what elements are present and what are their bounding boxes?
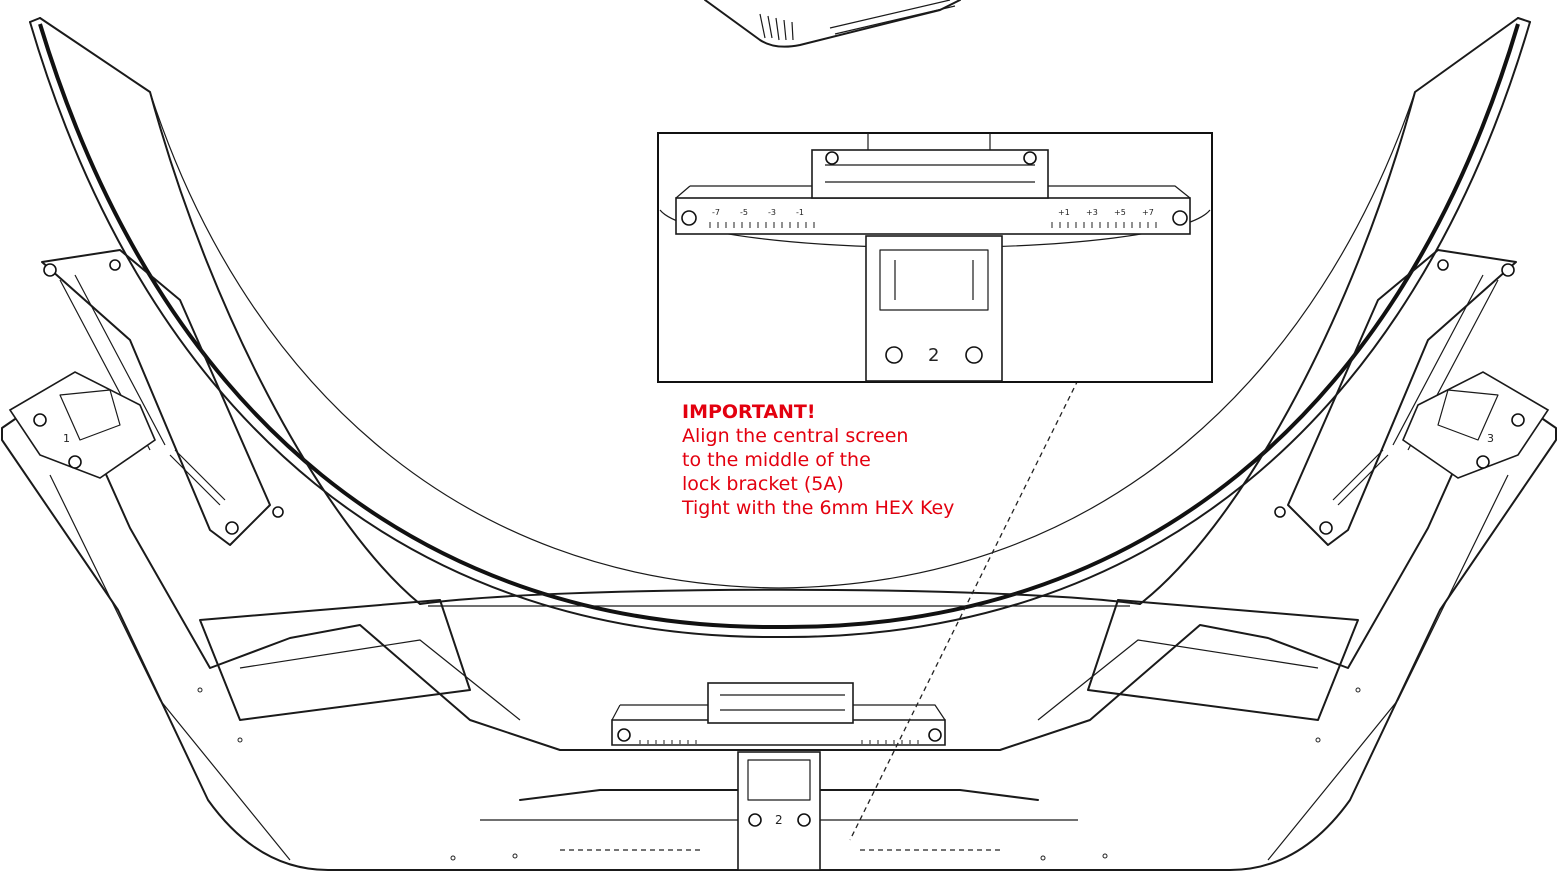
inset-scale-right-1: +1	[1058, 208, 1070, 217]
right-bracket-number: 3	[1487, 432, 1494, 445]
inset-scale-left-3: -3	[768, 208, 776, 217]
left-bracket: 1	[8, 249, 284, 546]
note-title: IMPORTANT!	[682, 401, 816, 423]
inset-scale-left-1: -7	[712, 208, 720, 217]
center-lock-bracket: 2	[611, 682, 946, 871]
detail-inset: -7 -5 -3 -1 +1 +3 +5 +7 2	[657, 132, 1213, 383]
curved-screen	[29, 17, 1531, 639]
top-bracket-fragment	[704, 0, 961, 48]
inset-scale-right-3: +5	[1114, 208, 1126, 217]
inset-bracket-number: 2	[928, 345, 939, 366]
note-line-1: Align the central screen	[682, 425, 909, 447]
leader-line	[849, 379, 1079, 841]
inset-scale-right-2: +3	[1086, 208, 1098, 217]
note-line-4: Tight with the 6mm HEX Key	[682, 497, 955, 519]
right-bracket: 3	[1274, 249, 1550, 546]
note-line-3: lock bracket (5A)	[682, 473, 844, 495]
center-bracket-number: 2	[775, 813, 783, 827]
left-bracket-number: 1	[63, 432, 70, 445]
base-frame	[1, 394, 1557, 871]
inset-scale-left-2: -5	[740, 208, 748, 217]
important-note: IMPORTANT! Align the central screen to t…	[682, 400, 954, 520]
inset-scale-left-4: -1	[796, 208, 804, 217]
inset-scale-right-4: +7	[1142, 208, 1154, 217]
note-line-2: to the middle of the	[682, 449, 871, 471]
